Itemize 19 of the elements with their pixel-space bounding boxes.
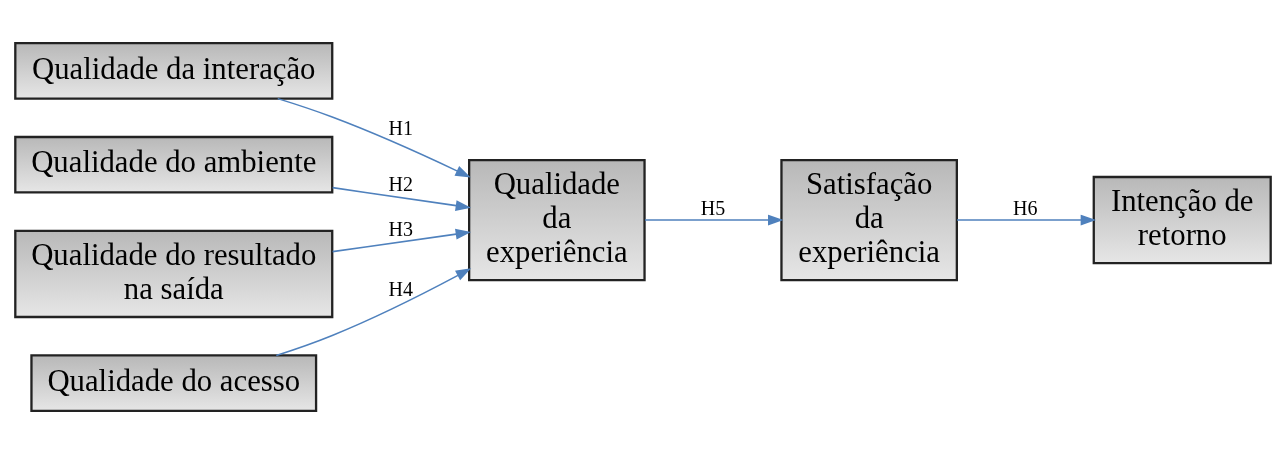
arrow (276, 97, 471, 178)
edge-label: H2 (388, 173, 413, 196)
node-box: Qualidade da experiência (468, 158, 646, 282)
edge-label: H3 (388, 218, 413, 241)
node-box: Qualidade do ambiente (14, 135, 334, 194)
node-box: Qualidade da interação (14, 42, 334, 100)
arrow (644, 214, 784, 226)
arrow (956, 214, 1097, 226)
arrow (331, 186, 472, 211)
edge-label: H1 (388, 116, 413, 139)
arrow (331, 228, 472, 253)
node-box: Qualidade do acesso (30, 354, 318, 412)
arrow (275, 268, 472, 357)
node-box: Qualidade do resultado na saída (14, 229, 334, 319)
edge-label: H5 (700, 196, 726, 219)
edge-label: H6 (1013, 196, 1038, 219)
node-box: Satisfação da experiência (780, 158, 958, 282)
edge-label: H4 (388, 278, 413, 301)
node-box: Intenção de retorno (1092, 175, 1272, 265)
